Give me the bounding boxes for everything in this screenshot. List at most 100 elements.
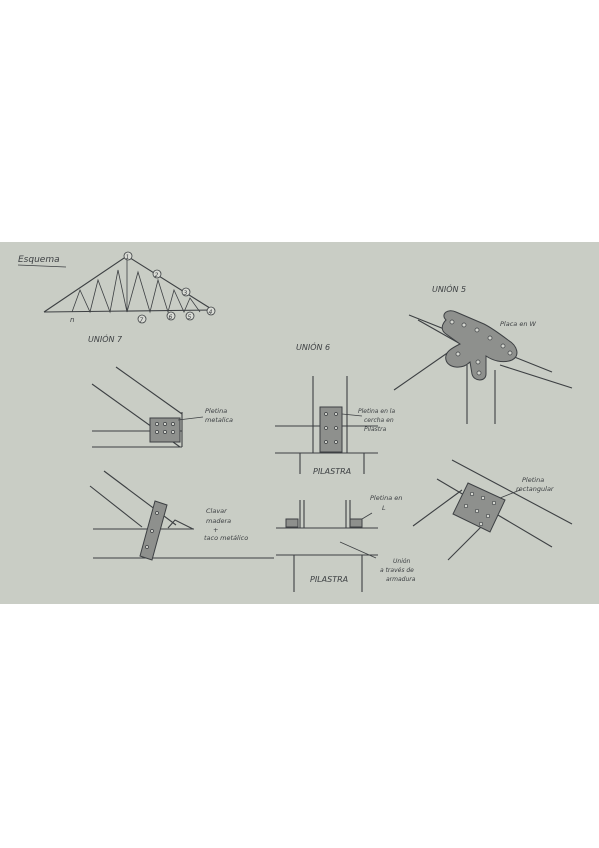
- truss-bottom-chord: [43, 309, 214, 313]
- u5-w-plate: [441, 310, 518, 381]
- u6b-beam-leader: [339, 541, 377, 559]
- u7-rafter-upper-edge: [115, 366, 183, 415]
- u7b-dowel-hole: [150, 529, 154, 533]
- truss-scheme: Esquema 1 2 3 4 5 6 7 n: [17, 251, 216, 324]
- u6b-pillar-label: PILASTRA: [310, 575, 348, 584]
- truss-node-6: [166, 311, 176, 321]
- scheme-title: Esquema: [18, 255, 60, 265]
- u5b-plate-hole: [474, 508, 480, 514]
- drawing-sheet: Esquema 1 2 3 4 5 6 7 n UNIÓN 7: [0, 242, 599, 604]
- u6b-l-label-1: Pletina en: [370, 494, 402, 502]
- truss-node-2-label: 2: [155, 272, 159, 279]
- u5-w-hole: [449, 319, 455, 325]
- u5-w-hole: [507, 350, 513, 356]
- u5-w-hole: [461, 322, 467, 328]
- u5b-plate-hole: [485, 513, 491, 519]
- union5-rect-plate-detail: Pletina rectangular: [412, 459, 573, 561]
- scheme-title-underline: [17, 264, 67, 268]
- union6-title: UNIÓN 6: [296, 341, 330, 352]
- u7b-label-1: Clavar: [206, 507, 228, 515]
- truss-node-5: [185, 311, 195, 321]
- union7-title: UNIÓN 7: [88, 333, 123, 344]
- u5-right-rafter-lower: [499, 364, 573, 389]
- truss-node-3: [181, 287, 191, 297]
- u5b-plate-label-2: rectangular: [516, 485, 555, 493]
- u7b-dowel-hole: [155, 511, 159, 515]
- union7-plate-detail: Pletina metalica: [91, 366, 233, 448]
- u5-w-hole: [475, 359, 481, 365]
- u7-plate-label-2: metalica: [205, 416, 233, 424]
- u7-plate-label-1: Pletina: [205, 407, 227, 415]
- u6-plate-hole: [334, 426, 338, 430]
- truss-node-4-label: 4: [209, 309, 213, 316]
- u5b-rect-plate: [452, 482, 506, 533]
- u6b-beam-label-2: a través de: [380, 567, 414, 574]
- u5b-strut-lower: [447, 525, 483, 561]
- truss-web-right: [126, 270, 201, 314]
- u5-w-hole: [474, 327, 480, 333]
- truss-node-2: [152, 269, 162, 279]
- u5-w-hole: [476, 370, 482, 376]
- u7-plate-hole: [155, 422, 159, 426]
- u5b-plate-hole: [478, 521, 484, 527]
- u6-plate-hole: [334, 412, 338, 416]
- u5-w-hole: [487, 335, 493, 341]
- u6-plate-hole: [324, 412, 328, 416]
- u5b-plate-hole: [463, 503, 469, 509]
- u5b-plate-hole: [469, 491, 475, 497]
- u7b-rafter-lower-edge: [89, 485, 143, 528]
- truss-node-1-label: 1: [126, 254, 130, 261]
- truss-web-left: [71, 256, 128, 314]
- u7-plate-hole: [155, 430, 159, 434]
- u6-pillar-label-top: PILASTRA: [313, 467, 351, 476]
- joint-drawing: Esquema 1 2 3 4 5 6 7 n UNIÓN 7: [17, 251, 573, 592]
- u5b-plate-label-1: Pletina: [522, 476, 544, 484]
- u7b-label-2: madera: [206, 517, 231, 525]
- u5b-plate-leader: [499, 489, 521, 499]
- truss-node-7-label: 7: [140, 317, 144, 324]
- truss-node-5-label: 5: [188, 314, 192, 321]
- u7-plate-hole: [163, 430, 167, 434]
- u6-plate-label-2: cercha en: [364, 417, 394, 424]
- u6b-l-plate-right-foot: [349, 518, 363, 528]
- truss-node-1: [123, 251, 133, 261]
- union6-l-detail: Pletina en L PILASTRA Unión a través de …: [276, 494, 416, 592]
- u6b-l-leader: [361, 512, 373, 520]
- u7-plate-hole: [171, 422, 175, 426]
- u6b-l-plate-left-foot: [285, 518, 299, 528]
- u5b-plate-hole: [491, 500, 497, 506]
- u7b-label-4: taco metálico: [204, 534, 248, 542]
- u7b-notch: [167, 519, 194, 530]
- truss-node-4: [206, 306, 216, 316]
- union7-bolt-detail: Clavar madera + taco metálico: [89, 470, 274, 561]
- union5-title: UNIÓN 5: [432, 283, 466, 294]
- u5-w-hole: [500, 343, 506, 349]
- u6b-l-label-2: L: [382, 504, 386, 512]
- u7-plate-leader: [177, 416, 204, 421]
- u6-metal-plate: [319, 406, 343, 453]
- u5b-strut-upper: [412, 489, 463, 527]
- union5-w-plate-detail: Placa en W: [393, 310, 573, 424]
- u6-plate-hole: [334, 440, 338, 444]
- truss-node-6-label: 6: [169, 314, 173, 321]
- u5b-rafter-upper: [451, 459, 573, 525]
- u6-plate-label-3: Pilastra: [364, 426, 387, 433]
- u6-plate-label-1: Pletina en la: [358, 408, 395, 415]
- u6-plate-hole: [324, 426, 328, 430]
- u6b-beam-label-1: Unión: [393, 558, 411, 565]
- u7-metal-plate: [149, 417, 181, 443]
- truss-node-3-label: 3: [184, 290, 188, 297]
- union6-plate-detail: Pletina en la cercha en Pilastra PILASTR…: [275, 376, 395, 476]
- u7-plate-hole: [171, 430, 175, 434]
- u5b-plate-hole: [480, 495, 486, 501]
- u7-plate-hole: [163, 422, 167, 426]
- u7b-label-3: +: [213, 526, 218, 534]
- u6-plate-hole: [324, 440, 328, 444]
- u6b-beam-label-3: armadura: [386, 576, 416, 583]
- u5-w-plate-label: Placa en W: [500, 320, 537, 328]
- u7b-rafter-upper-edge: [103, 470, 177, 526]
- u6-plate-leader: [341, 413, 363, 417]
- truss-node-7: [137, 314, 147, 324]
- u7b-dowel-hole: [145, 545, 149, 549]
- truss-support-mark: n: [70, 316, 74, 324]
